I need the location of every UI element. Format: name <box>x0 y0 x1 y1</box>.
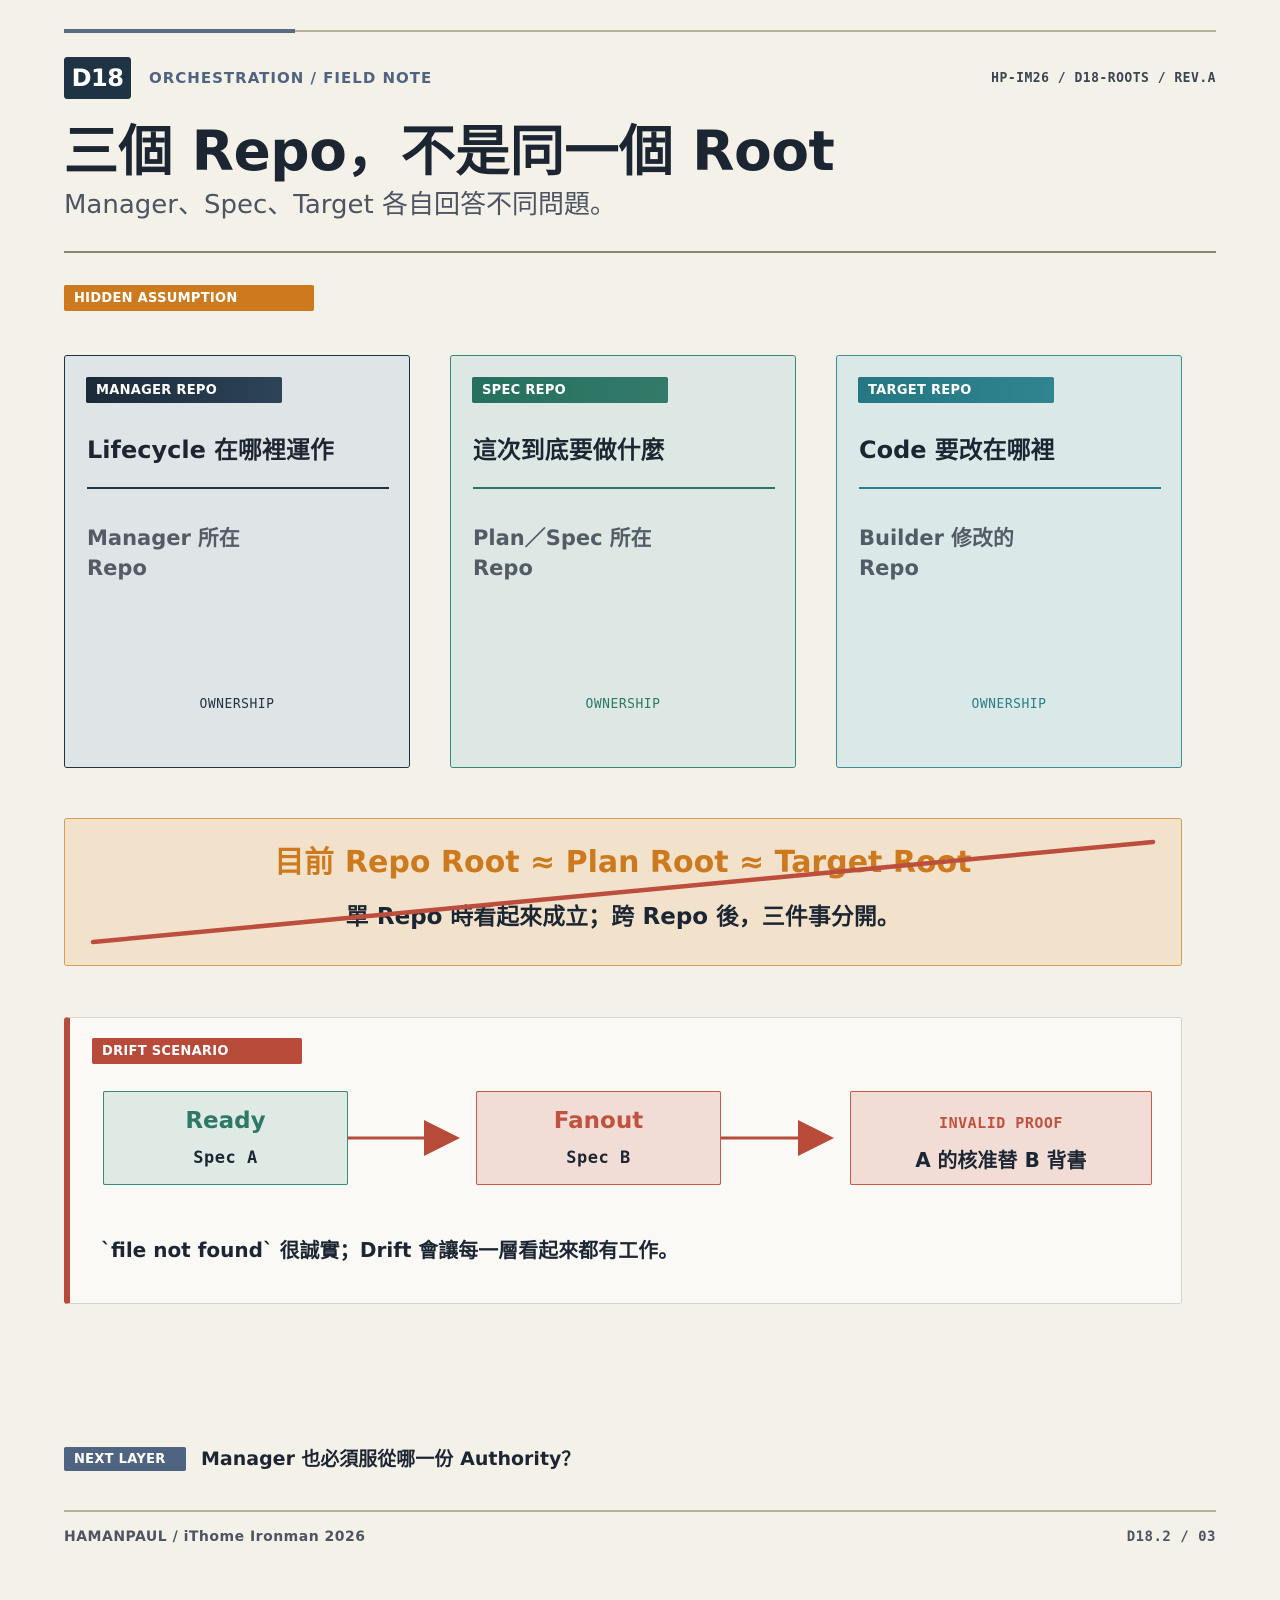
arrow-head-icon <box>424 1120 460 1156</box>
card-body: Manager 所在 Repo <box>87 526 241 580</box>
card-tag: MANAGER REPO <box>86 377 282 403</box>
spec-repo-card: SPEC REPO 這次到底要做什麼 Plan／Spec 所在 Repo OWN… <box>450 355 796 768</box>
flow-arrows <box>348 1120 834 1156</box>
step-code: INVALID PROOF <box>939 1114 1063 1132</box>
card-divider <box>473 487 775 489</box>
card-divider <box>859 487 1161 489</box>
assumption-heading: 目前 Repo Root ≈ Plan Root ≈ Target Root <box>274 845 972 880</box>
footer-credit: HAMANPAUL / iThome Ironman 2026 <box>64 1529 366 1545</box>
step-fanout: Fanout Spec B <box>476 1091 721 1185</box>
card-body: Plan／Spec 所在 Repo <box>473 526 652 580</box>
arrow-head-icon <box>798 1120 834 1156</box>
card-heading: Code 要改在哪裡 <box>859 436 1055 464</box>
top-rule-accent <box>64 29 295 33</box>
assumption-banner: 目前 Repo Root ≈ Plan Root ≈ Target Root 單… <box>64 818 1182 966</box>
drift-scenario-panel: DRIFT SCENARIO Ready Spec A Fanout Spec … <box>64 1017 1182 1304</box>
card-heading: Lifecycle 在哪裡運作 <box>87 436 335 464</box>
step-sub: A 的核准替 B 背書 <box>915 1148 1087 1172</box>
card-body: Builder 修改的 Repo <box>859 526 1015 580</box>
next-layer-question: Manager 也必須服從哪一份 Authority？ <box>201 1448 581 1470</box>
target-repo-card: TARGET REPO Code 要改在哪裡 Builder 修改的 Repo … <box>836 355 1182 768</box>
card-heading: 這次到底要做什麼 <box>473 436 665 464</box>
drift-note: `file not found` 很誠實；Drift 會讓每一層看起來都有工作。 <box>101 1238 679 1262</box>
card-tag: TARGET REPO <box>858 377 1054 403</box>
footer-page-number: D18.2 / 03 <box>1126 1529 1216 1545</box>
next-layer-tag: NEXT LAYER <box>64 1447 186 1471</box>
step-ready: Ready Spec A <box>103 1091 348 1185</box>
card-tag: SPEC REPO <box>472 377 668 403</box>
step-head: Ready <box>185 1108 266 1134</box>
card-footer: OWNERSHIP <box>199 697 275 712</box>
manager-repo-card: MANAGER REPO Lifecycle 在哪裡運作 Manager 所在 … <box>64 355 410 768</box>
drift-scenario-tag: DRIFT SCENARIO <box>92 1038 302 1064</box>
step-sub: Spec A <box>193 1148 258 1168</box>
footer-rule <box>64 1510 1216 1512</box>
step-invalid-proof: INVALID PROOF A 的核准替 B 背書 <box>850 1091 1152 1185</box>
day-badge: D18 <box>64 57 131 99</box>
step-head: Fanout <box>553 1108 644 1134</box>
card-footer: OWNERSHIP <box>971 697 1047 712</box>
page-title: 三個 Repo，不是同一個 Root <box>64 119 835 183</box>
kicker: ORCHESTRATION / FIELD NOTE <box>149 69 433 87</box>
page-subtitle: Manager、Spec、Target 各自回答不同問題。 <box>64 190 616 220</box>
strikethrough-line <box>90 839 1156 945</box>
top-rule <box>64 30 1216 32</box>
step-sub: Spec B <box>566 1148 631 1168</box>
hidden-assumption-tag: HIDDEN ASSUMPTION <box>64 285 314 311</box>
doc-reference: HP-IM26 / D18-ROOTS / REV.A <box>991 71 1216 86</box>
card-footer: OWNERSHIP <box>585 697 661 712</box>
card-divider <box>87 487 389 489</box>
section-divider <box>64 251 1216 253</box>
